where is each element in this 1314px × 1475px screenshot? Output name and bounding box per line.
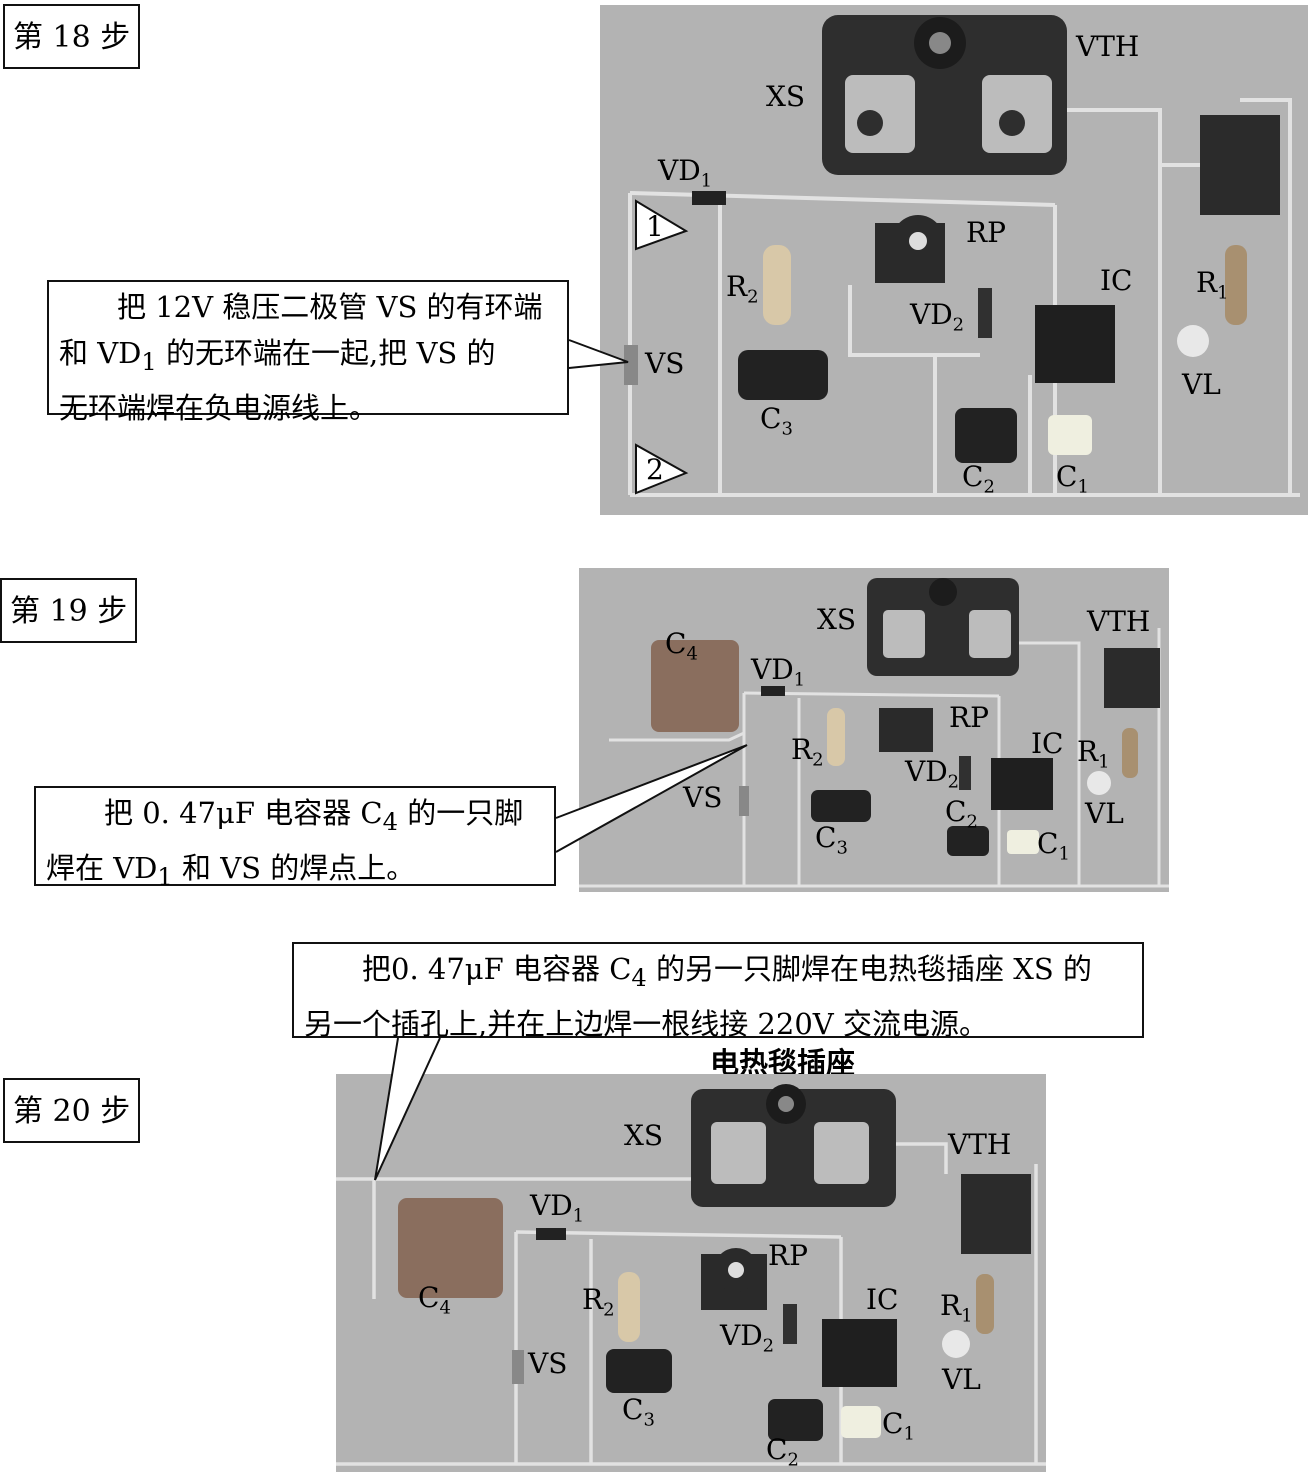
step-20-pointer [374,1037,441,1181]
label-ic: IC [1031,727,1064,760]
step-19-callout: 把 0. 47μF 电容器 C4 的一只脚 焊在 VD1 和 VS 的焊点上。 [34,786,556,891]
callout-line: 把 0. 47μF 电容器 C4 的一只脚 [104,796,524,836]
label-vd2: VD2 [910,298,965,336]
label-vl: VL [1085,797,1124,830]
label-c1: C1 [1056,460,1089,498]
callout-line: 另一个插孔上,并在上边焊一根线接 220V 交流电源。 [304,1006,988,1041]
step-19-label: 第 19 步 [0,578,138,643]
label-r1: R1 [940,1289,973,1327]
label-r1: R1 [1077,735,1110,773]
step-18-pointer [568,339,629,369]
marker-1-label: 1 [646,210,664,243]
step-19-circuit-drawing [579,578,1169,888]
label-rp: RP [966,216,1006,249]
label-vl: VL [1182,368,1221,401]
label-vd2: VD2 [905,755,960,793]
label-vth: VTH [1087,605,1151,638]
step-20-label: 第 20 步 [3,1078,141,1143]
marker-1-triangle [635,199,689,251]
label-xs: XS [817,603,857,636]
label-c1: C1 [882,1407,915,1445]
step-20-circuit-drawing [336,1084,1046,1466]
label-vs: VS [683,781,723,814]
callout-line: 把 12V 稳压二极管 VS 的有环端 [117,290,543,324]
label-vth: VTH [948,1128,1012,1161]
callout-line: 和 VD1 的无环端在一起,把 VS 的 [59,336,496,376]
label-rp: RP [949,701,989,734]
marker-2-label: 2 [646,453,664,486]
label-rp: RP [768,1239,808,1272]
capacitor-c4 [398,1198,503,1298]
step-18-photo: 1 2 XS VTH VD1 RP R2 IC R1 VD2 VS VL C3 … [600,5,1308,515]
label-ic: IC [1100,264,1133,297]
label-r2: R2 [582,1283,615,1321]
label-c2: C2 [766,1433,799,1471]
marker-2-triangle [635,443,689,495]
callout-line: 把0. 47μF 电容器 C4 的另一只脚焊在电热毯插座 XS 的 [362,952,1092,992]
step-18-label: 第 18 步 [3,4,141,69]
label-vd2: VD2 [720,1319,775,1357]
label-vd1: VD1 [751,653,806,691]
step-19-pointer [555,744,748,853]
label-c1: C1 [1037,827,1070,865]
callout-line: 无环端焊在负电源线上。 [59,390,379,425]
label-vth: VTH [1076,30,1140,63]
label-vl: VL [942,1363,981,1396]
label-c4: C4 [665,627,698,665]
callout-line: 焊在 VD1 和 VS 的焊点上。 [46,850,416,891]
label-xs: XS [766,80,806,113]
label-ic: IC [866,1283,899,1316]
label-vs: VS [528,1347,568,1380]
label-vd1: VD1 [658,154,713,192]
label-c3: C3 [760,402,793,440]
label-vd1: VD1 [530,1189,585,1227]
label-c2: C2 [945,795,978,833]
label-r1: R1 [1196,266,1229,304]
capacitor-c4 [651,640,739,732]
label-c3: C3 [622,1393,655,1431]
step-20-callout: 把0. 47μF 电容器 C4 的另一只脚焊在电热毯插座 XS 的 另一个插孔上… [292,942,1144,1041]
step-19-photo: C4 VD1 XS VTH RP R2 IC R1 VD2 VS C2 VL C… [579,568,1169,892]
label-vs: VS [645,347,685,380]
label-r2: R2 [791,733,824,771]
step-18-callout: 把 12V 稳压二极管 VS 的有环端 和 VD1 的无环端在一起,把 VS 的… [47,280,569,425]
label-r2: R2 [726,270,759,308]
label-xs: XS [624,1119,664,1152]
label-c2: C2 [962,460,995,498]
step-18-circuit-drawing [624,15,1300,497]
step-20-photo: XS VTH VD1 RP C4 R2 IC R1 VD2 VS VL C3 C… [336,1074,1046,1472]
label-c4: C4 [418,1281,451,1319]
label-c3: C3 [815,821,848,859]
